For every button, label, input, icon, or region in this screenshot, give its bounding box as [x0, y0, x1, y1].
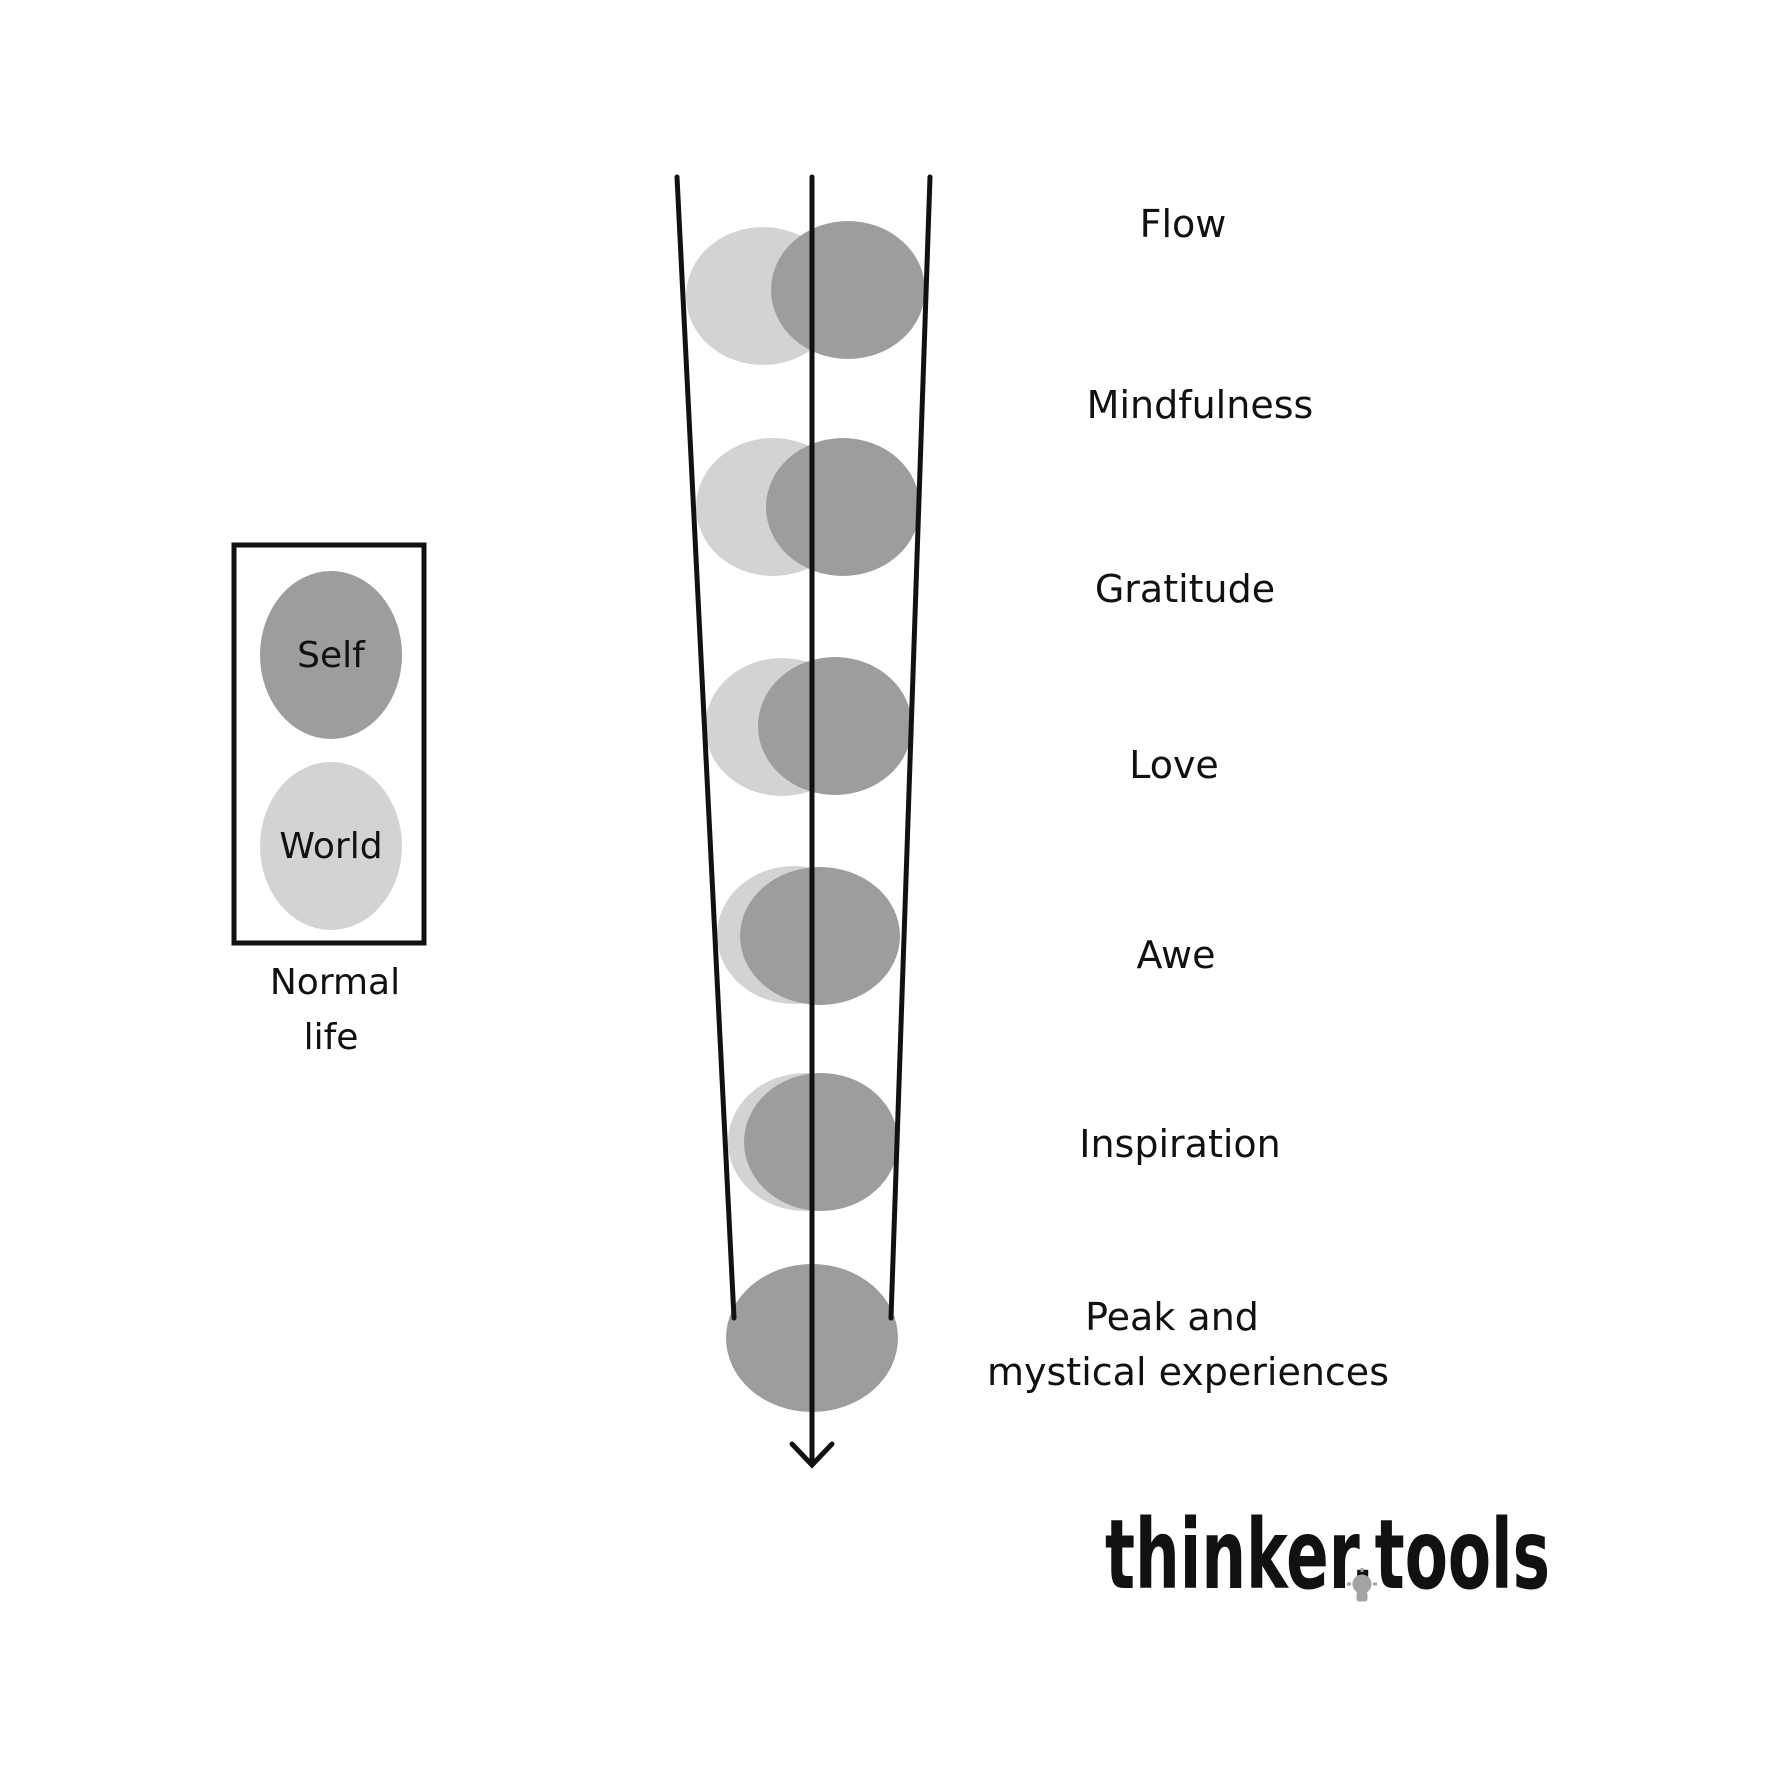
pair-mindfulness [696, 438, 920, 576]
legend: Self World Normal life [231, 542, 427, 1058]
funnel-right-line [888, 174, 933, 1321]
stage-label-inspiration: Inspiration [1079, 1122, 1280, 1166]
self-circle [740, 867, 900, 1005]
pair-inspiration [728, 1073, 898, 1211]
legend-self-label: Self [297, 635, 366, 676]
legend-caption-line-1: Normal [270, 962, 400, 1003]
lightbulb-icon [1347, 1568, 1377, 1602]
stage-label-mindfulness: Mindfulness [1087, 383, 1314, 427]
stage-labels: Flow Mindfulness Gratitude Love Awe Insp… [987, 202, 1389, 1394]
arrow-head-icon [789, 1441, 835, 1469]
funnel [674, 174, 933, 1469]
stage-label-awe: Awe [1137, 933, 1216, 977]
pair-awe [717, 866, 900, 1005]
logo-text: thinker.tools [1105, 1499, 1550, 1611]
circle-pairs [686, 221, 925, 1412]
stage-label-flow: Flow [1140, 202, 1227, 246]
pair-gratitude-love [705, 657, 912, 796]
legend-caption-line-2: life [304, 1017, 359, 1058]
legend-world-label: World [279, 826, 382, 867]
self-circle [758, 657, 912, 795]
legend-box [231, 542, 427, 946]
self-circle [771, 221, 925, 359]
thinker-tools-logo: thinker.tools [1105, 1499, 1550, 1611]
legend-self-circle [260, 571, 402, 739]
stage-label-peak-line-2: mystical experiences [987, 1350, 1389, 1394]
pair-flow [686, 221, 925, 365]
self-circle [766, 438, 920, 576]
stage-label-gratitude: Gratitude [1095, 567, 1275, 611]
stage-label-peak-line-1: Peak and [1085, 1295, 1259, 1339]
funnel-left-line [674, 174, 737, 1321]
stage-label-love: Love [1129, 743, 1219, 787]
legend-world-circle [260, 762, 402, 930]
self-circle [744, 1073, 898, 1211]
